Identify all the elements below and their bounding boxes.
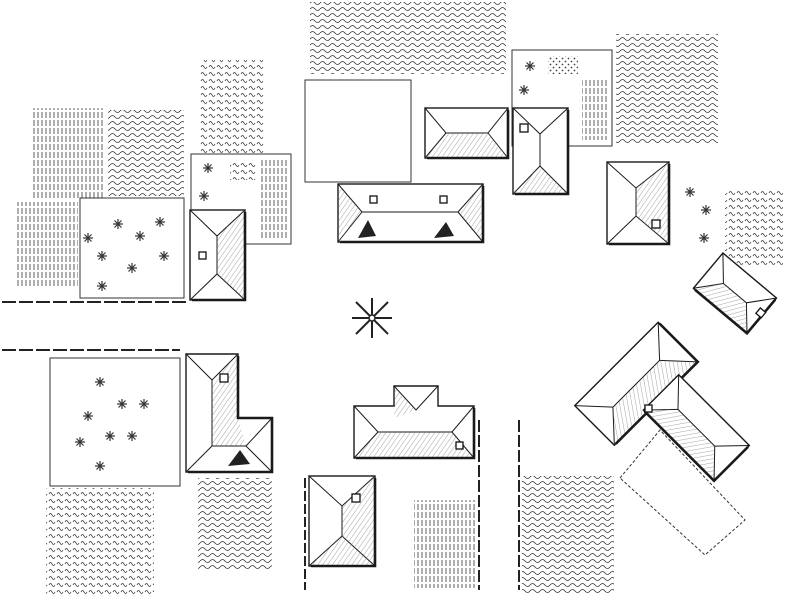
orchard-bush-icon	[105, 431, 115, 441]
chimney	[369, 195, 378, 204]
orchard-bush-icon	[83, 411, 93, 421]
house-southwest-l	[185, 353, 274, 474]
house-south-central	[353, 385, 476, 460]
orchard-bush-icon	[699, 233, 709, 243]
orchard-bush-icon	[135, 231, 145, 241]
field-west-c	[16, 202, 78, 286]
chimney	[644, 404, 653, 413]
chimney	[651, 219, 661, 229]
field-west-a	[32, 108, 104, 198]
orchard-bush-icon	[95, 461, 105, 471]
field-east-small	[725, 190, 783, 268]
houses	[185, 107, 778, 568]
well-icon	[352, 298, 392, 338]
house-far-east-rotated	[692, 252, 778, 336]
field-south-b	[414, 500, 476, 588]
plot-west-orchard	[79, 197, 185, 299]
plot-north-empty	[304, 79, 412, 183]
field-south-a	[198, 478, 272, 570]
orchard-bush-icon	[525, 61, 535, 71]
orchard-bush-icon	[685, 187, 695, 197]
house-northwest	[189, 209, 247, 302]
field-north-top	[310, 2, 506, 74]
field-north-left-strip	[200, 60, 264, 154]
chimney	[219, 373, 229, 383]
garden-rows	[260, 160, 288, 240]
orchard-bush-icon	[155, 217, 165, 227]
orchard-bush-icon	[113, 219, 123, 229]
tent-icon	[358, 220, 376, 238]
house-east	[606, 161, 671, 246]
house-northeast-tall	[512, 107, 570, 196]
orchard-bush-icon	[75, 437, 85, 447]
field-southwest-dots	[46, 488, 154, 596]
garden-details	[230, 56, 608, 240]
orchard-bush-icon	[199, 191, 209, 201]
garden-rows	[230, 160, 256, 180]
orchard-bush-icon	[127, 263, 137, 273]
orchard-bush-icon	[83, 233, 93, 243]
orchard-bush-icon	[519, 85, 529, 95]
orchard-bush-icon	[97, 281, 107, 291]
orchard-bush-icon	[203, 163, 213, 173]
chimney	[439, 195, 448, 204]
plot-southwest-orchard	[49, 357, 181, 487]
house-central-long	[337, 183, 485, 244]
orchard-bush-icon	[95, 377, 105, 387]
field-west-b	[108, 110, 184, 196]
tent-icon	[228, 450, 250, 466]
field-northeast	[616, 34, 718, 144]
orchard-bush-icon	[159, 251, 169, 261]
house-southeast-cross	[573, 321, 751, 483]
field-south-c	[522, 476, 614, 594]
chimney	[455, 441, 464, 450]
chimney	[519, 123, 529, 133]
orchard-bush-icon	[97, 251, 107, 261]
garden-rows	[548, 56, 578, 74]
house-south-small	[308, 475, 377, 568]
crop-fields	[16, 2, 783, 596]
tent-icon	[434, 222, 454, 238]
orchard-bush-icon	[117, 399, 127, 409]
orchard-bush-icon	[127, 431, 137, 441]
orchard-bushes	[75, 61, 711, 471]
garden-rows	[582, 80, 608, 140]
chimney	[351, 493, 361, 503]
plot-southeast-yard	[619, 429, 746, 556]
orchard-bush-icon	[139, 399, 149, 409]
orchard-bush-icon	[701, 205, 711, 215]
chimney	[198, 251, 207, 260]
house-north-small	[424, 107, 510, 160]
chimney	[754, 307, 767, 319]
